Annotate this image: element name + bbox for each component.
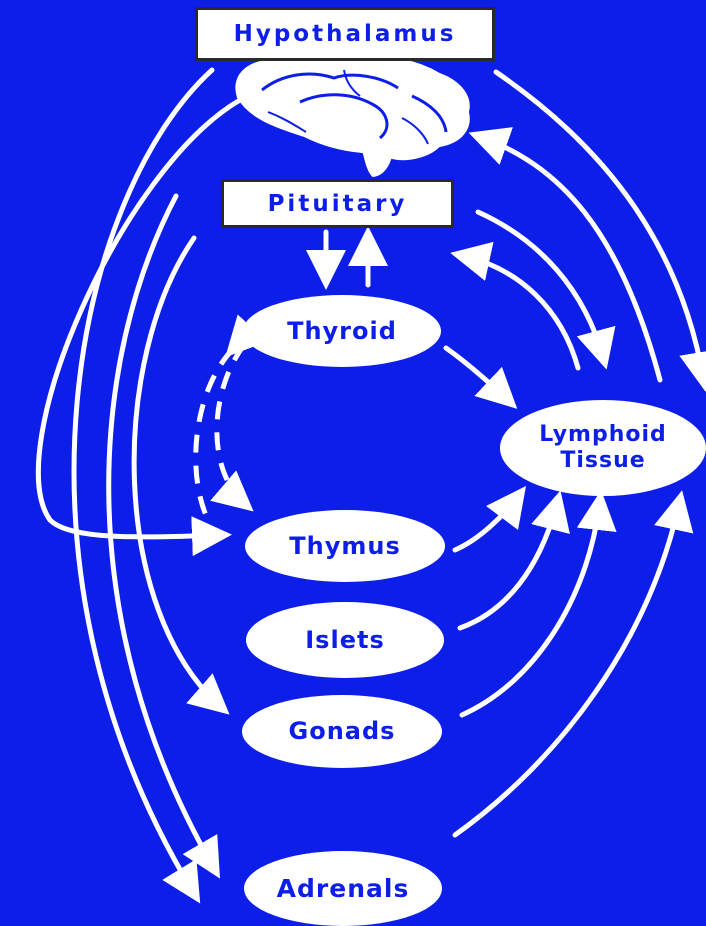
hypothalamus-label: Hypothalamus: [234, 21, 457, 47]
hypothalamus-box: Hypothalamus: [195, 7, 495, 61]
islets-label: Islets: [305, 626, 384, 655]
gonads-node: Gonads: [242, 695, 442, 768]
lymphoid-tissue-node: Lymphoid Tissue: [500, 400, 706, 496]
thyroid-label: Thyroid: [287, 317, 397, 346]
lymphoid-label-line1: Lymphoid: [539, 422, 667, 448]
adrenals-node: Adrenals: [244, 851, 442, 926]
thymus-label: Thymus: [289, 532, 400, 561]
thyroid-node: Thyroid: [243, 295, 441, 367]
thymus-node: Thymus: [245, 510, 445, 582]
brain-icon: [234, 51, 470, 178]
islets-node: Islets: [246, 602, 444, 678]
pituitary-label: Pituitary: [268, 191, 408, 217]
adrenals-label: Adrenals: [277, 874, 410, 904]
lymphoid-label-line2: Tissue: [560, 448, 645, 474]
gonads-label: Gonads: [289, 717, 396, 746]
pituitary-box: Pituitary: [221, 179, 454, 228]
